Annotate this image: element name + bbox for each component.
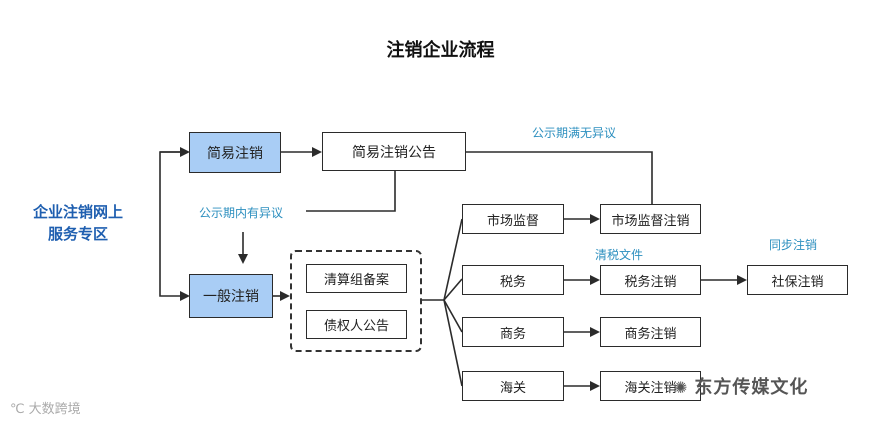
wechat-icon: ✺ [674,378,689,397]
entry-line-1: 企业注销网上 [32,203,123,221]
note-no-objection: 公示期满无异议 [532,126,617,140]
entry-label: 企业注销网上 服务专区 [22,201,134,245]
node-liquidation-filing: 清算组备案 [306,264,407,293]
note-sync-cancel: 同步注销 [769,238,818,252]
node-commerce: 商务 [462,317,564,347]
node-simple-notice: 简易注销公告 [322,132,466,171]
node-commerce-cancel: 商务注销 [600,317,701,347]
node-customs-cancel: 海关注销 [600,371,701,401]
logo-icon: ℃ [10,402,25,417]
dashed-group [290,250,422,352]
watermark-right: ✺ 东方传媒文化 [674,373,808,399]
node-tax: 税务 [462,265,564,295]
node-market-supervision: 市场监督 [462,204,564,234]
line-no-objection [466,151,653,204]
node-social-cancel: 社保注销 [747,265,848,295]
node-market-cancel: 市场监督注销 [600,204,701,234]
line-objection [306,171,396,212]
node-general-cancel: 一般注销 [189,274,273,318]
watermark-left-text: 大数跨境 [28,402,81,417]
node-tax-cancel: 税务注销 [600,265,701,295]
fan-market [443,218,463,301]
note-tax-clearance: 清税文件 [595,248,644,262]
note-objection: 公示期内有异议 [199,206,284,220]
node-customs: 海关 [462,371,564,401]
entry-bracket [159,151,190,301]
fan-customs [443,299,463,387]
entry-line-2: 服务专区 [47,225,108,243]
watermark-right-text: 东方传媒文化 [694,377,809,398]
fan-commerce [443,299,463,333]
fan-tax [443,278,463,301]
node-simple-cancel: 简易注销 [189,132,281,173]
page-title: 注销企业流程 [386,40,495,61]
node-creditor-notice: 债权人公告 [306,310,407,339]
